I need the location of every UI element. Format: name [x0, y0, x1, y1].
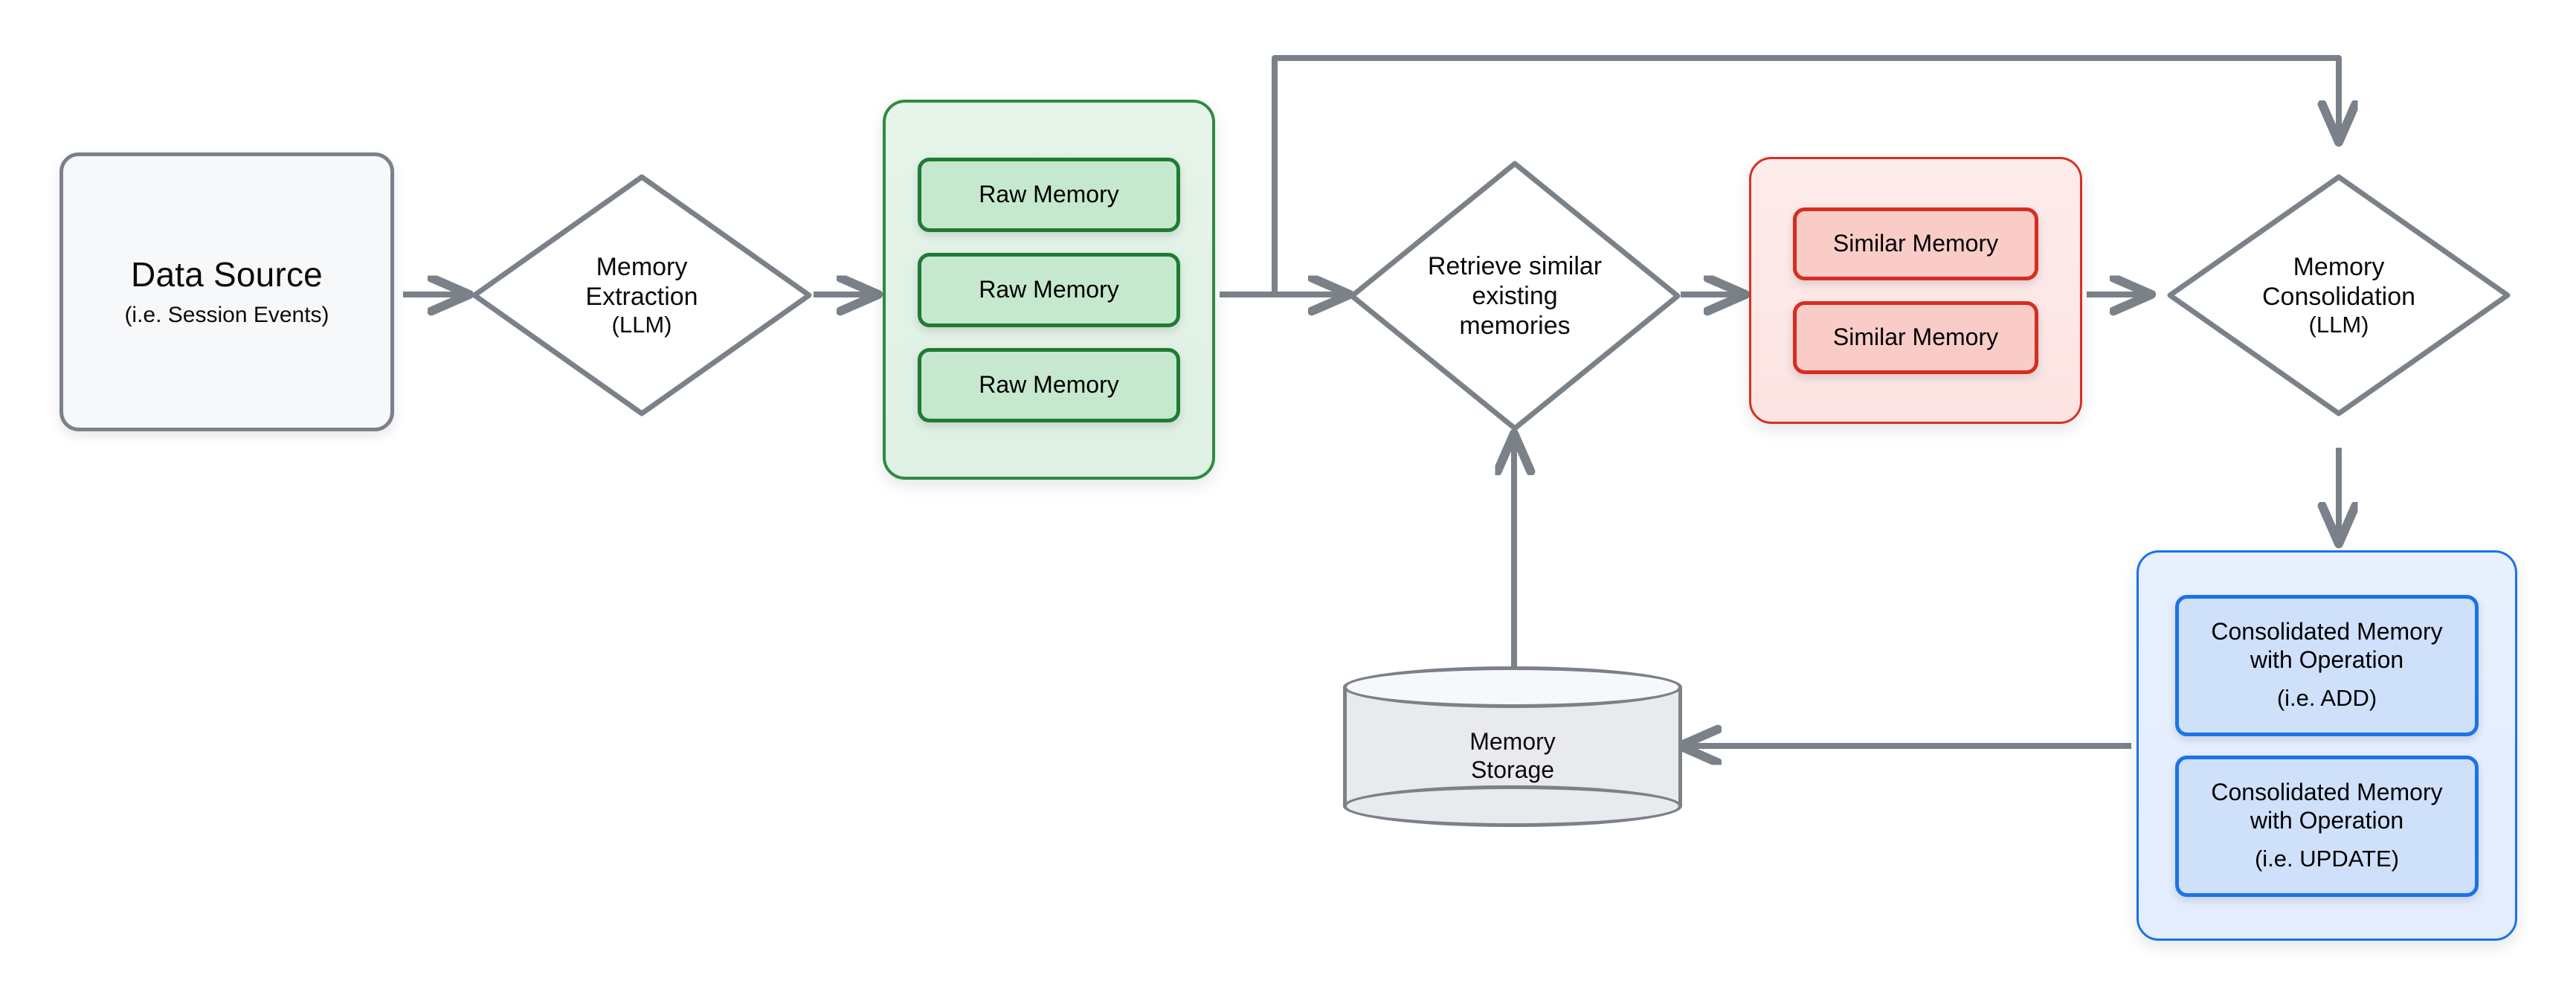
consolidated-memory-chip-1-line1: Consolidated Memory [2211, 618, 2443, 646]
consolidated-memory-chip-1-line2: with Operation [2250, 646, 2404, 674]
similar-memory-chip-1[interactable]: Similar Memory [1793, 207, 2038, 280]
node-consolidated-memory-group[interactable]: Consolidated Memory with Operation (i.e.… [2137, 550, 2517, 941]
memory-storage-top-ellipse [1343, 666, 1682, 708]
raw-memory-chip-1-label: Raw Memory [979, 180, 1119, 207]
memory-extraction-line2: Extraction [585, 282, 698, 311]
node-retrieve-similar[interactable]: Retrieve similar existing memories [1347, 159, 1682, 433]
similar-memory-chip-1-label: Similar Memory [1832, 229, 1999, 257]
consolidated-memory-chip-2-sublabel: (i.e. UPDATE) [2254, 845, 2400, 872]
similar-memory-chip-2[interactable]: Similar Memory [1793, 300, 2038, 374]
memory-extraction-line1: Memory [596, 252, 688, 281]
retrieve-similar-line3: memories [1459, 312, 1571, 341]
memory-storage-bottom-ellipse [1343, 785, 1682, 827]
memory-storage-line1: Memory [1469, 728, 1556, 755]
raw-memory-chip-2-label: Raw Memory [979, 275, 1119, 303]
node-raw-memory-group[interactable]: Raw Memory Raw Memory Raw Memory [883, 100, 1215, 480]
raw-memory-chip-2[interactable]: Raw Memory [918, 252, 1180, 327]
node-memory-storage[interactable]: Memory Storage [1343, 666, 1682, 827]
node-memory-extraction[interactable]: Memory Extraction (LLM) [470, 173, 814, 418]
memory-extraction-sublabel: (LLM) [611, 311, 672, 338]
data-source-subtitle: (i.e. Session Events) [124, 302, 329, 327]
memory-extraction-label: Memory Extraction (LLM) [470, 173, 814, 418]
consolidated-memory-chip-1-sublabel: (i.e. ADD) [2276, 684, 2377, 711]
memory-consolidation-shape [2167, 174, 2511, 416]
memory-consolidation-line2: Consolidation [2261, 282, 2416, 311]
data-source-title: Data Source [131, 254, 323, 294]
memory-storage-line2: Storage [1470, 756, 1555, 784]
memory-consolidation-label: Memory Consolidation (LLM) [2166, 173, 2512, 418]
consolidated-memory-chip-2-line2: with Operation [2250, 807, 2404, 834]
consolidated-memory-chip-1[interactable]: Consolidated Memory with Operation (i.e.… [2175, 594, 2479, 736]
memory-storage-label: Memory Storage [1343, 727, 1682, 785]
node-data-source[interactable]: Data Source (i.e. Session Events) [59, 152, 394, 431]
consolidated-memory-chip-2[interactable]: Consolidated Memory with Operation (i.e.… [2175, 755, 2479, 897]
memory-consolidation-sublabel: (LLM) [2308, 311, 2369, 338]
node-similar-memory-group[interactable]: Similar Memory Similar Memory [1749, 157, 2082, 424]
memory-consolidation-line1: Memory [2293, 252, 2385, 281]
node-memory-consolidation[interactable]: Memory Consolidation (LLM) [2166, 173, 2512, 418]
retrieve-similar-label: Retrieve similar existing memories [1347, 159, 1682, 433]
consolidated-memory-chip-2-line1: Consolidated Memory [2211, 779, 2443, 806]
memory-extraction-shape [471, 174, 812, 416]
raw-memory-chip-3[interactable]: Raw Memory [918, 347, 1180, 422]
retrieve-similar-shape [1349, 161, 1681, 431]
retrieve-similar-line1: Retrieve similar [1427, 251, 1603, 280]
similar-memory-chip-2-label: Similar Memory [1832, 323, 1999, 350]
raw-memory-chip-1[interactable]: Raw Memory [918, 157, 1180, 232]
retrieve-similar-line2: existing [1472, 281, 1558, 310]
raw-memory-chip-3-label: Raw Memory [979, 370, 1119, 398]
